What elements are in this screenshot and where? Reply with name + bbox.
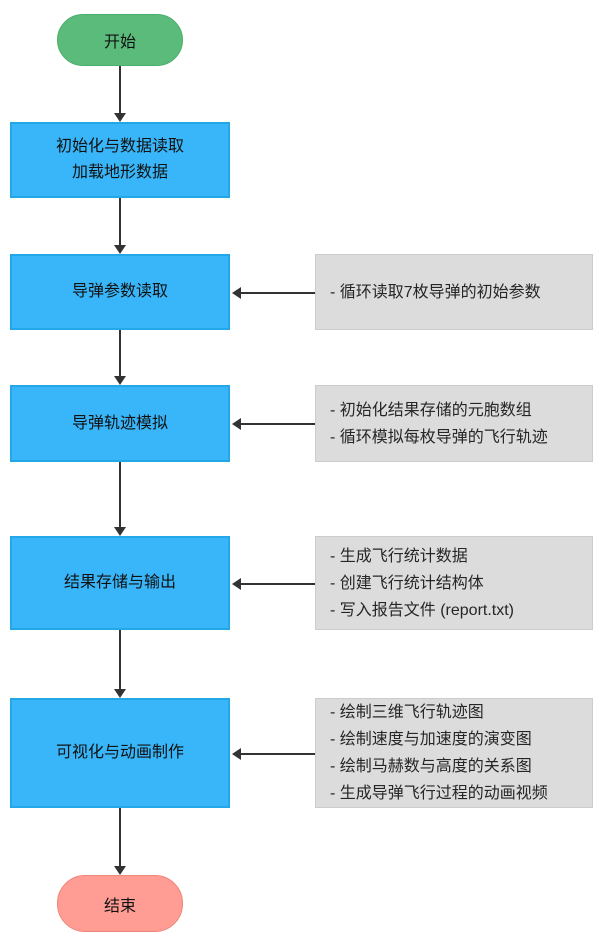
arrow-note-to-results bbox=[232, 577, 315, 590]
note-line: - 生成飞行统计数据 bbox=[330, 547, 468, 565]
process-label-line: 加载地形数据 bbox=[71, 164, 168, 181]
start-node-label: 开始 bbox=[103, 34, 136, 51]
note-line: - 循环模拟每枚导弹的飞行轨迹 bbox=[330, 428, 548, 446]
arrow-note-to-visual bbox=[232, 747, 315, 760]
arrow-sim-to-results bbox=[113, 462, 126, 536]
arrow-visual-to-end bbox=[113, 808, 126, 875]
note-line: - 写入报告文件 (report.txt) bbox=[330, 601, 515, 619]
note-line: - 创建飞行统计结构体 bbox=[330, 574, 484, 592]
process-label-line: 导弹参数读取 bbox=[71, 283, 168, 300]
end-node-label: 结束 bbox=[103, 897, 136, 915]
end-node: 结束 bbox=[57, 875, 183, 932]
process-box-result-output: 结果存储与输出 bbox=[10, 536, 230, 630]
note-line: - 循环读取7枚导弹的初始参数 bbox=[330, 283, 541, 301]
process-box-missile-params: 导弹参数读取 bbox=[10, 254, 230, 330]
note-line: - 初始化结果存储的元胞数组 bbox=[330, 401, 532, 419]
arrow-note-to-params bbox=[232, 286, 315, 299]
process-label-line: 初始化与数据读取 bbox=[55, 138, 184, 155]
process-box-trajectory-sim: 导弹轨迹模拟 bbox=[10, 385, 230, 462]
note-line: - 绘制马赫数与高度的关系图 bbox=[330, 758, 532, 775]
process-label-line: 可视化与动画制作 bbox=[55, 744, 184, 761]
arrow-params-to-sim bbox=[113, 330, 126, 385]
start-node: 开始 bbox=[57, 14, 183, 66]
process-label-line: 导弹轨迹模拟 bbox=[71, 414, 168, 432]
process-label-line: 结果存储与输出 bbox=[63, 574, 176, 591]
note-box-trajectory-sim: - 初始化结果存储的元胞数组 - 循环模拟每枚导弹的飞行轨迹 bbox=[315, 385, 593, 462]
note-line: - 生成导弹飞行过程的动画视频 bbox=[330, 785, 548, 802]
note-box-visualization: - 绘制三维飞行轨迹图 - 绘制速度与加速度的演变图 - 绘制马赫数与高度的关系… bbox=[315, 698, 593, 808]
note-box-result-output: - 生成飞行统计数据 - 创建飞行统计结构体 - 写入报告文件 (report.… bbox=[315, 536, 593, 630]
arrow-results-to-visual bbox=[113, 630, 126, 698]
process-box-initialization: 初始化与数据读取 加载地形数据 bbox=[10, 122, 230, 198]
note-box-missile-params: - 循环读取7枚导弹的初始参数 bbox=[315, 254, 593, 330]
note-line: - 绘制速度与加速度的演变图 bbox=[330, 731, 532, 748]
process-box-visualization: 可视化与动画制作 bbox=[10, 698, 230, 808]
note-line: - 绘制三维飞行轨迹图 bbox=[330, 704, 484, 721]
arrow-note-to-sim bbox=[232, 417, 315, 430]
arrow-start-to-init bbox=[113, 66, 126, 122]
arrow-init-to-params bbox=[113, 198, 126, 254]
